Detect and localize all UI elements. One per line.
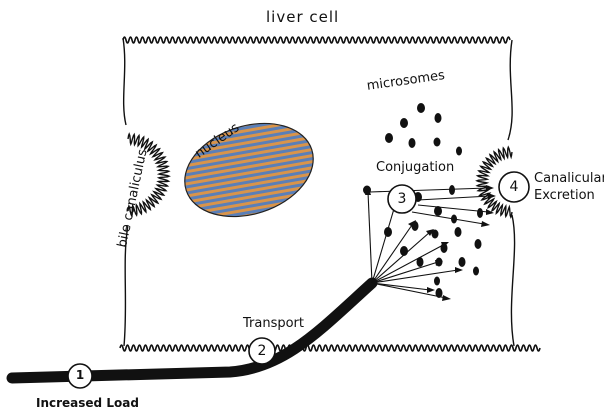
increased-load-label: Increased Load [36, 397, 139, 409]
step4-number: 4 [507, 180, 521, 194]
step1-number: 1 [74, 369, 86, 381]
cell-membrane-bottom [120, 345, 540, 351]
liver-cell-label: liver cell [266, 10, 339, 25]
step3-number: 3 [395, 192, 409, 206]
transport-band [12, 283, 372, 378]
microsome-dots [363, 103, 483, 298]
canalicular-label: Canalicular [534, 172, 604, 185]
excretion-arrows [370, 188, 490, 224]
step2-number: 2 [255, 344, 269, 358]
transport-label: Transport [243, 317, 304, 330]
cell-membrane-top [123, 37, 510, 43]
excretion-label: Excretion [534, 189, 595, 202]
conjugation-label: Conjugation [376, 161, 454, 174]
nucleus-shape [173, 108, 326, 232]
